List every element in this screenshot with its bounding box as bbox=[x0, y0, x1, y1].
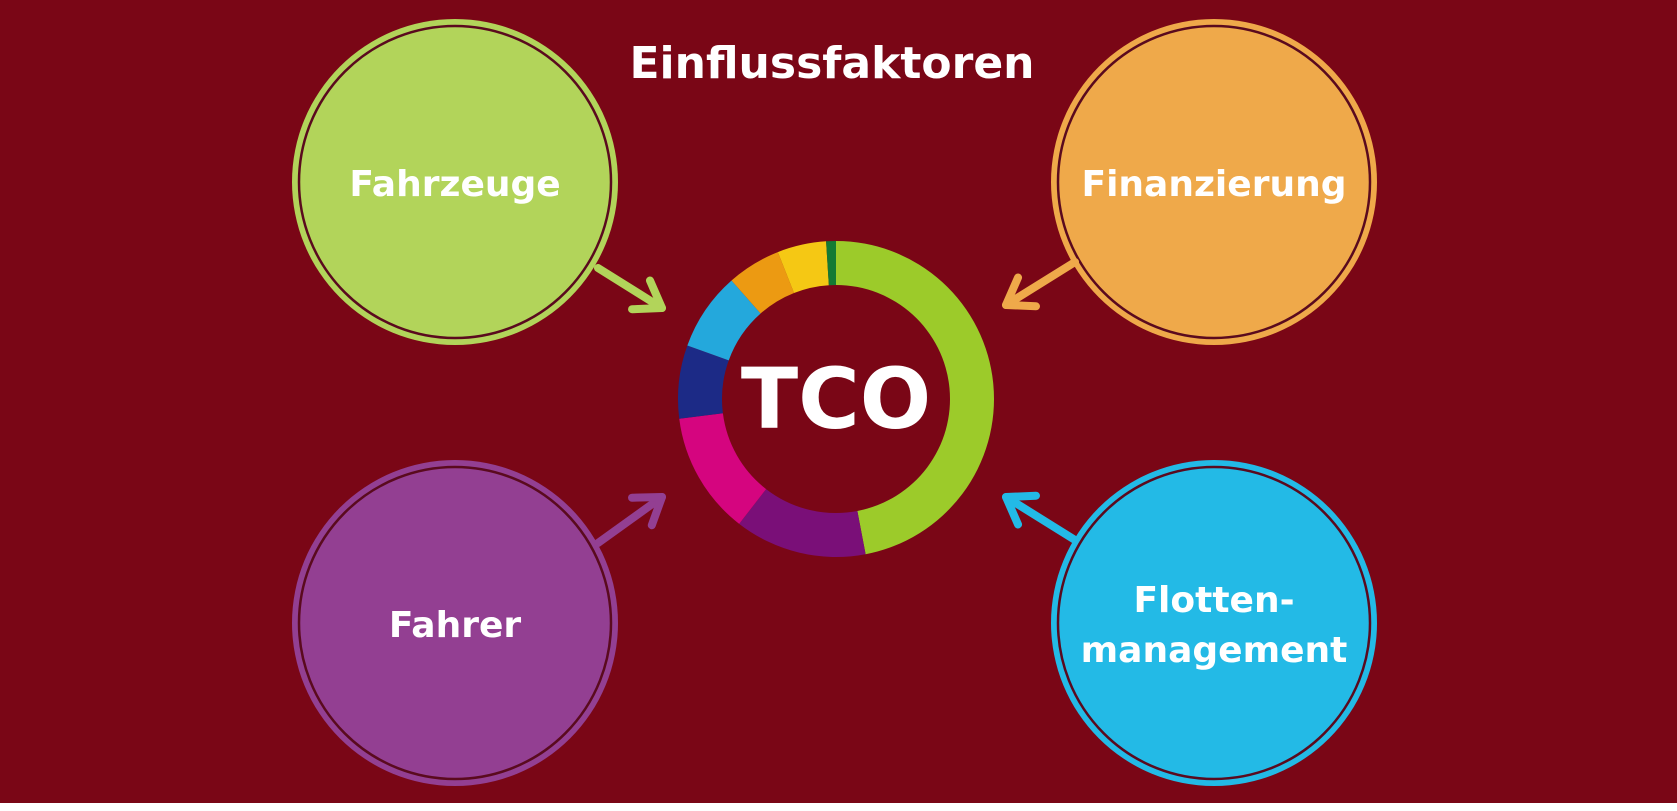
donut-segment bbox=[687, 280, 761, 361]
donut-segment bbox=[826, 241, 836, 286]
factor-fahrer: Fahrer bbox=[292, 460, 618, 786]
arrow-icon bbox=[1002, 258, 1079, 311]
factor-fahrzeuge: Fahrzeuge bbox=[292, 19, 618, 345]
donut-segment bbox=[731, 252, 795, 314]
donut-segment bbox=[739, 489, 866, 558]
factor-circle bbox=[1051, 19, 1377, 345]
donut-segment bbox=[679, 413, 767, 524]
tco-donut bbox=[678, 241, 995, 558]
donut-segment bbox=[777, 241, 829, 294]
factor-circle bbox=[1051, 460, 1377, 786]
diagram-title: Einflussfaktoren bbox=[629, 38, 1034, 89]
factor-label: Fahrer bbox=[389, 605, 522, 646]
factor-circle-ring bbox=[1056, 465, 1372, 781]
arrow-icon bbox=[1002, 491, 1079, 544]
factor-circle-ring bbox=[297, 465, 613, 781]
factor-label: Fahrzeuge bbox=[349, 164, 560, 205]
factor-finanzierung: Finanzierung bbox=[1051, 19, 1377, 345]
factor-label: Finanzierung bbox=[1082, 164, 1347, 205]
factor-circle bbox=[292, 460, 618, 786]
donut-segment bbox=[678, 345, 729, 419]
donut-segment bbox=[836, 241, 995, 555]
factor-circle-ring bbox=[297, 24, 613, 340]
factor-label: management bbox=[1081, 630, 1348, 671]
tco-label: TCO bbox=[741, 350, 931, 448]
arrow-icon bbox=[594, 264, 666, 314]
factor-circle-ring bbox=[1056, 24, 1372, 340]
factor-label: Flotten- bbox=[1133, 580, 1294, 621]
factor-flottenmanagement: Flotten-management bbox=[1051, 460, 1377, 786]
factor-circle bbox=[292, 19, 618, 345]
arrow-icon bbox=[594, 493, 666, 547]
